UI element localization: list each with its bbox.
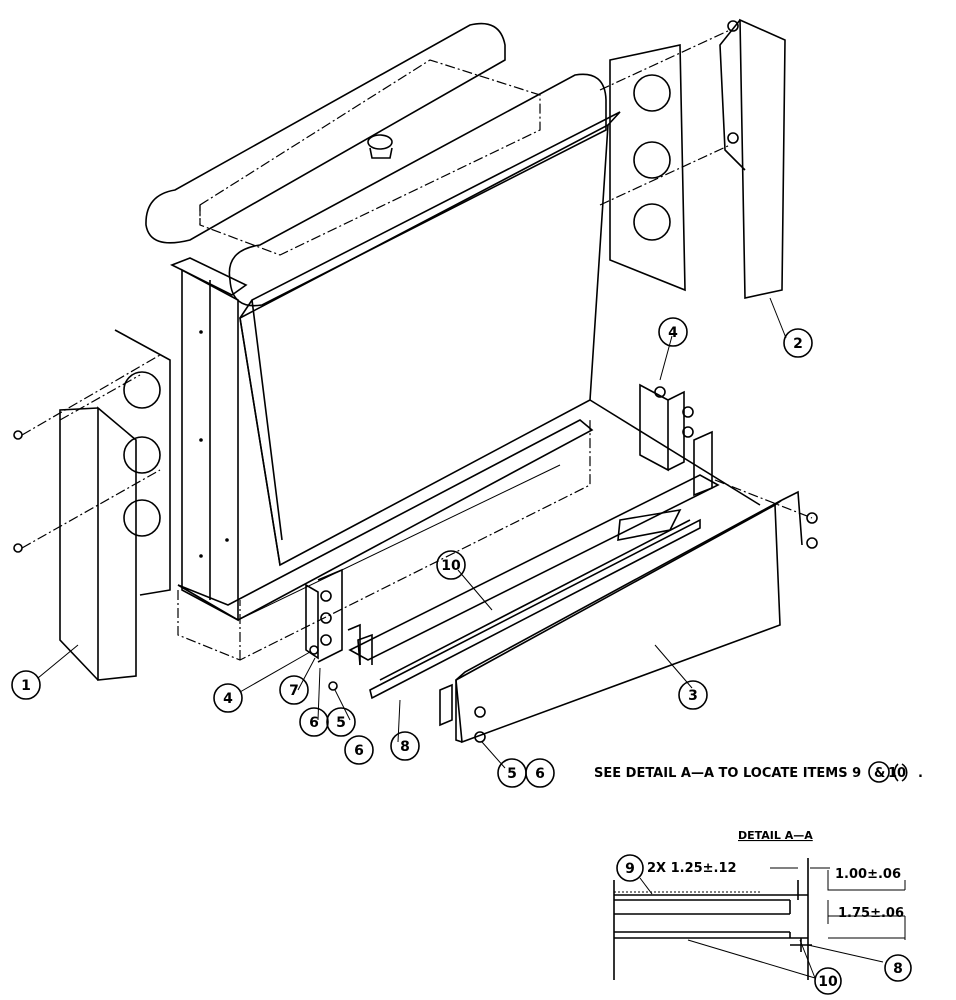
- svg-text:3: 3: [688, 688, 698, 704]
- svg-text:2: 2: [793, 336, 803, 352]
- svg-text:6: 6: [535, 766, 545, 782]
- svg-text:6: 6: [309, 715, 319, 731]
- seal-strip-part-10: [348, 474, 720, 727]
- svg-text:5: 5: [336, 715, 346, 731]
- callout-part-3: 3: [678, 680, 708, 710]
- svg-text:10: 10: [818, 974, 838, 990]
- svg-text:9: 9: [625, 861, 635, 877]
- callout-part-6-b: 6: [525, 758, 555, 788]
- detail-a-a: DETAIL A—A 2X 1.25±.12 1.00±.06 1.75±.06: [613, 829, 912, 995]
- bracket-part-4-right: [639, 383, 713, 497]
- svg-text:6: 6: [354, 743, 364, 759]
- svg-text:4: 4: [668, 325, 678, 341]
- callout-part-4-left: 4: [213, 683, 243, 713]
- callout-part-5-a: 5: [326, 707, 356, 737]
- callout-part-10: 10: [436, 550, 466, 580]
- svg-text:5: 5: [507, 766, 517, 782]
- callout-part-6-a: 6: [299, 707, 329, 737]
- callout-part-5-b: 5: [497, 758, 527, 788]
- callout-part-7: 7: [279, 675, 309, 705]
- svg-text:1.00±.06: 1.00±.06: [835, 867, 901, 882]
- detail-note: SEE DETAIL A—A TO LOCATE ITEMS 9 & 10 .: [594, 761, 923, 783]
- callout-part-1: 1: [11, 670, 41, 700]
- bracket-part-4-left: [305, 568, 361, 691]
- svg-text:8: 8: [400, 739, 410, 755]
- lower-tank-part-3: [455, 479, 818, 744]
- svg-text:10: 10: [888, 766, 906, 781]
- left-shroud-part-1: [13, 329, 171, 681]
- callout-part-4-right: 4: [658, 317, 688, 347]
- svg-text:SEE DETAIL A—A TO LOCATE ITEMS: SEE DETAIL A—A TO LOCATE ITEMS 9: [594, 766, 861, 781]
- svg-text:DETAIL A—A: DETAIL A—A: [738, 829, 813, 842]
- svg-text:1.75±.06: 1.75±.06: [838, 906, 904, 921]
- radiator-core: [145, 22, 761, 661]
- svg-text:&: &: [874, 766, 885, 781]
- svg-text:.: .: [918, 766, 923, 781]
- svg-text:7: 7: [289, 683, 299, 699]
- right-shroud-part-2: [599, 18, 786, 299]
- callout-part-2: 2: [783, 328, 813, 358]
- callout-part-6-c: 6: [344, 735, 374, 765]
- svg-text:10: 10: [441, 558, 461, 574]
- svg-text:8: 8: [893, 961, 903, 977]
- svg-text:4: 4: [223, 691, 233, 707]
- callout-part-8: 8: [390, 731, 420, 761]
- svg-text:2X 1.25±.12: 2X 1.25±.12: [647, 861, 737, 876]
- svg-text:1: 1: [21, 678, 31, 694]
